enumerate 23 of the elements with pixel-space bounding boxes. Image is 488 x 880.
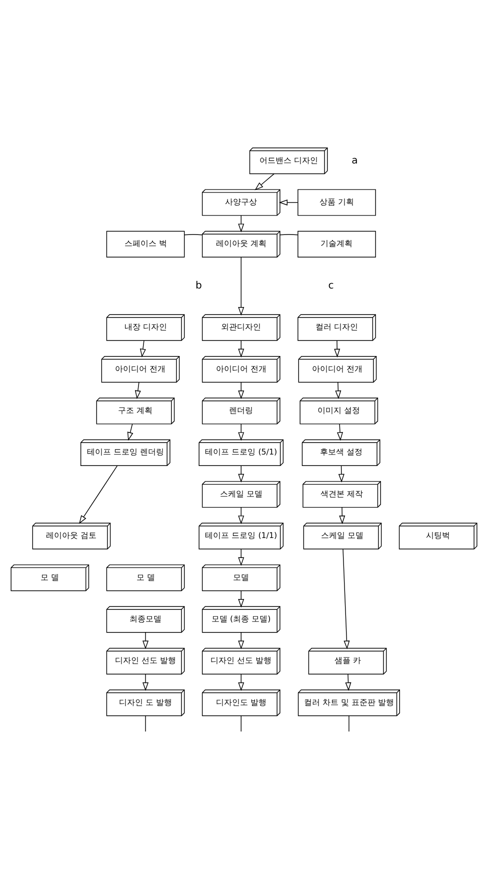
arrow	[127, 424, 134, 441]
arrow	[134, 382, 141, 400]
arrow	[339, 507, 346, 524]
arrow	[254, 173, 274, 190]
arrow	[278, 199, 298, 206]
arrow	[342, 548, 350, 650]
arrow	[142, 632, 149, 650]
connector	[240, 716, 242, 732]
connector	[145, 716, 146, 732]
label: b	[196, 280, 202, 292]
connector	[280, 234, 298, 236]
connector	[348, 716, 350, 732]
arrow	[238, 257, 244, 316]
arrow	[140, 340, 146, 358]
arrow	[142, 674, 149, 691]
label: c	[328, 280, 334, 292]
connector	[184, 234, 202, 236]
arrow	[334, 340, 340, 358]
arrow	[336, 424, 344, 441]
arrow	[345, 674, 352, 691]
label: a	[352, 155, 358, 166]
arrow	[335, 382, 342, 400]
arrow	[78, 465, 118, 524]
